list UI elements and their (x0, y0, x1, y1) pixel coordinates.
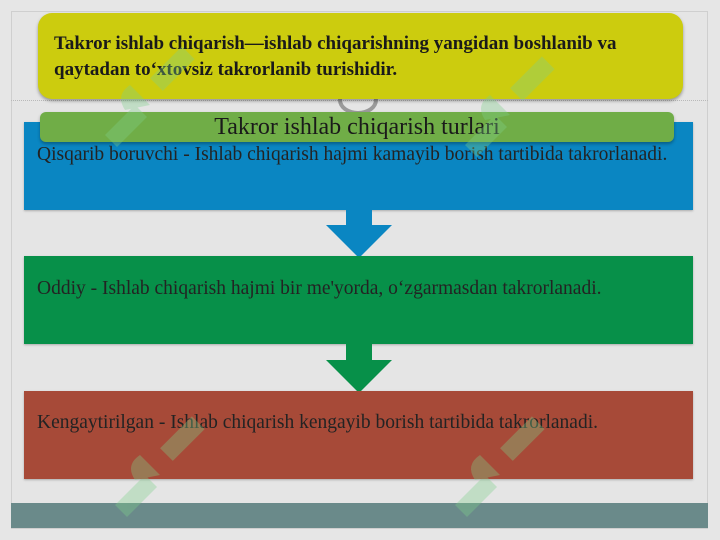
type-box-expanded: Kengaytirilgan - Ishlab chiqarish kengay… (24, 391, 693, 479)
types-title: Takror ishlab chiqarish turlari (214, 114, 500, 140)
type-box-simple: Oddiy - Ishlab chiqarish hajmi bir me'yo… (24, 256, 693, 344)
down-arrow-icon (326, 208, 392, 258)
down-arrow-icon (326, 343, 392, 393)
type-box-text: Oddiy - Ishlab chiqarish hajmi bir me'yo… (37, 278, 602, 299)
definition-text: Takror ishlab chiqarish—ishlab chiqarish… (54, 33, 617, 80)
types-title-bar: Takror ishlab chiqarish turlari (40, 112, 674, 142)
footer-bar (11, 503, 708, 528)
type-box-text: Kengaytirilgan - Ishlab chiqarish kengay… (37, 412, 598, 433)
definition-banner: Takror ishlab chiqarish—ishlab chiqarish… (38, 13, 683, 99)
type-box-text: Qisqarib boruvchi - Ishlab chiqarish haj… (37, 144, 668, 165)
